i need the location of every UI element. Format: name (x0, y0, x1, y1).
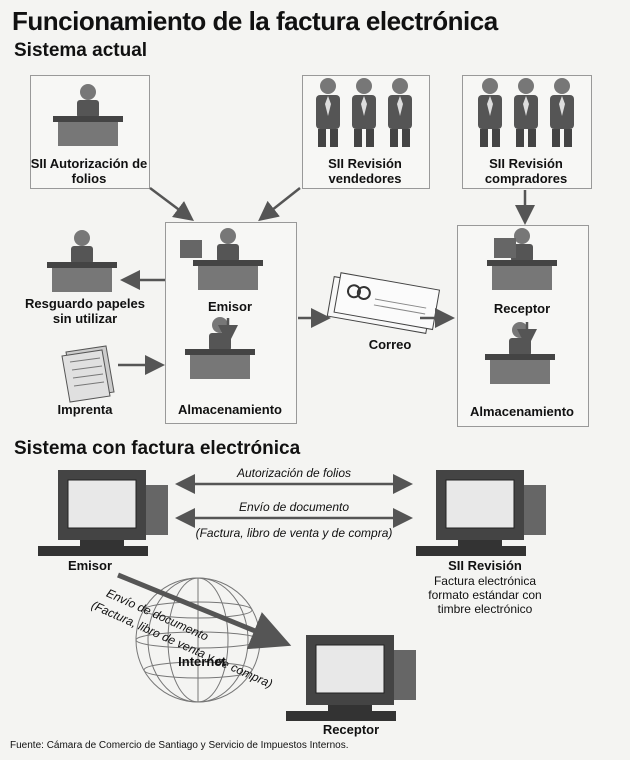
resguardo-label: Resguardo papeles sin utilizar (25, 296, 145, 326)
almacenamiento-receptor-label: Almacenamiento (469, 404, 575, 419)
sii-description: Factura electrónica formato estándar con… (428, 574, 542, 616)
sii-vendedores-label: SII Revisión vendedores (328, 156, 402, 186)
internet-label: Internet (178, 654, 226, 669)
diagram-title: Funcionamiento de la factura electrónica (12, 6, 498, 36)
correo-label: Correo (368, 337, 412, 352)
almacenamiento-emisor-label: Almacenamiento (177, 402, 283, 417)
source-footer: Fuente: Cámara de Comercio de Santiago y… (10, 740, 349, 751)
envio-documento-label: Envío de documento (238, 500, 350, 514)
section-current-title: Sistema actual (14, 40, 148, 61)
emisor-electronic-label: Emisor (67, 558, 113, 573)
emisor-label: Emisor (207, 299, 253, 314)
sii-compradores-label: SII Revisión compradores (484, 156, 568, 186)
sii-revision-label: SII Revisión (448, 558, 522, 573)
receptor-electronic-label: Receptor (322, 722, 380, 737)
autorizacion-folios-label: Autorización de folios (236, 466, 352, 480)
imprenta-label: Imprenta (57, 402, 113, 417)
sii-autorizacion-label: SII Autorización de folios (30, 156, 148, 186)
section-electronic-title: Sistema con factura electrónica (14, 438, 301, 459)
envio-detalle-label: (Factura, libro de venta y de compra) (195, 526, 393, 540)
receptor-label: Receptor (493, 301, 551, 316)
